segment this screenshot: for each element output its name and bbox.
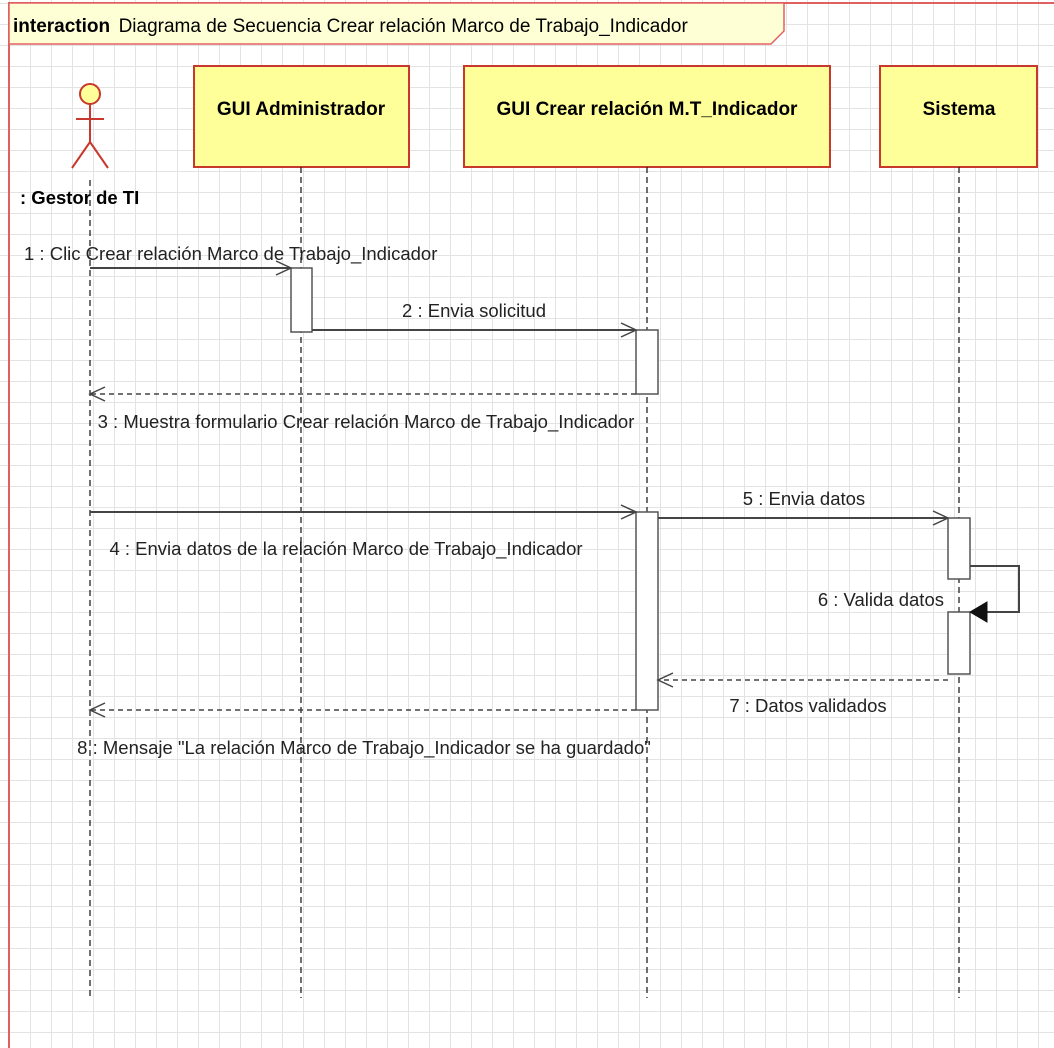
message-3-label: 3 : Muestra formulario Crear relación Ma… [98, 411, 635, 433]
frame-title: Diagrama de Secuencia Crear relación Mar… [119, 16, 689, 37]
message-8[interactable]: 8 : Mensaje "La relación Marco de Trabaj… [77, 702, 651, 759]
message-7-label: 7 : Datos validados [729, 695, 886, 716]
message-2[interactable]: 2 : Envia solicitud [312, 300, 638, 338]
lifeline-label-gui: GUI Crear relación M.T_Indicador [497, 99, 799, 120]
message-6-label: 6 : Valida datos [818, 589, 944, 610]
message-8-label: 8 : Mensaje "La relación Marco de Trabaj… [77, 737, 651, 759]
message-1[interactable]: 1 : Clic Crear relación Marco de Trabajo… [24, 243, 437, 276]
activation-bar-sistema-1 [947, 517, 971, 580]
message-5-label: 5 : Envia datos [743, 488, 865, 509]
activation-bar-gui-1 [635, 329, 659, 395]
message-5[interactable]: 5 : Envia datos [658, 488, 950, 526]
activation-bar-gui-2 [635, 511, 659, 711]
lifeline-gui-crear-relacion[interactable]: GUI Crear relación M.T_Indicador [463, 65, 831, 168]
actor-head [79, 83, 101, 105]
lifeline-sistema[interactable]: Sistema [879, 65, 1038, 168]
message-4-label: 4 : Envia datos de la relación Marco de … [109, 538, 582, 560]
message-4[interactable]: 4 : Envia datos de la relación Marco de … [90, 504, 638, 560]
activation-bar-admin [290, 267, 313, 333]
activation-bar-sistema-2 [947, 611, 971, 675]
frame-tag [8, 2, 785, 45]
actor-name: : Gestor de TI [20, 187, 139, 208]
frame-keyword: interaction [13, 16, 110, 37]
message-3[interactable]: 3 : Muestra formulario Crear relación Ma… [88, 386, 636, 433]
message-6[interactable]: 6 : Valida datos [818, 565, 1020, 623]
message-2-label: 2 : Envia solicitud [402, 300, 546, 321]
message-1-label: 1 : Clic Crear relación Marco de Trabajo… [24, 243, 437, 265]
message-7[interactable]: 7 : Datos validados [656, 672, 948, 716]
lifeline-gui-administrador[interactable]: GUI Administrador [193, 65, 410, 168]
frame-tag-text: interaction Diagrama de Secuencia Crear … [13, 16, 688, 37]
lifeline-label-sistema: Sistema [923, 99, 996, 120]
lifeline-label-admin: GUI Administrador [217, 99, 386, 120]
actor-gestor-de-ti[interactable] [71, 83, 109, 169]
